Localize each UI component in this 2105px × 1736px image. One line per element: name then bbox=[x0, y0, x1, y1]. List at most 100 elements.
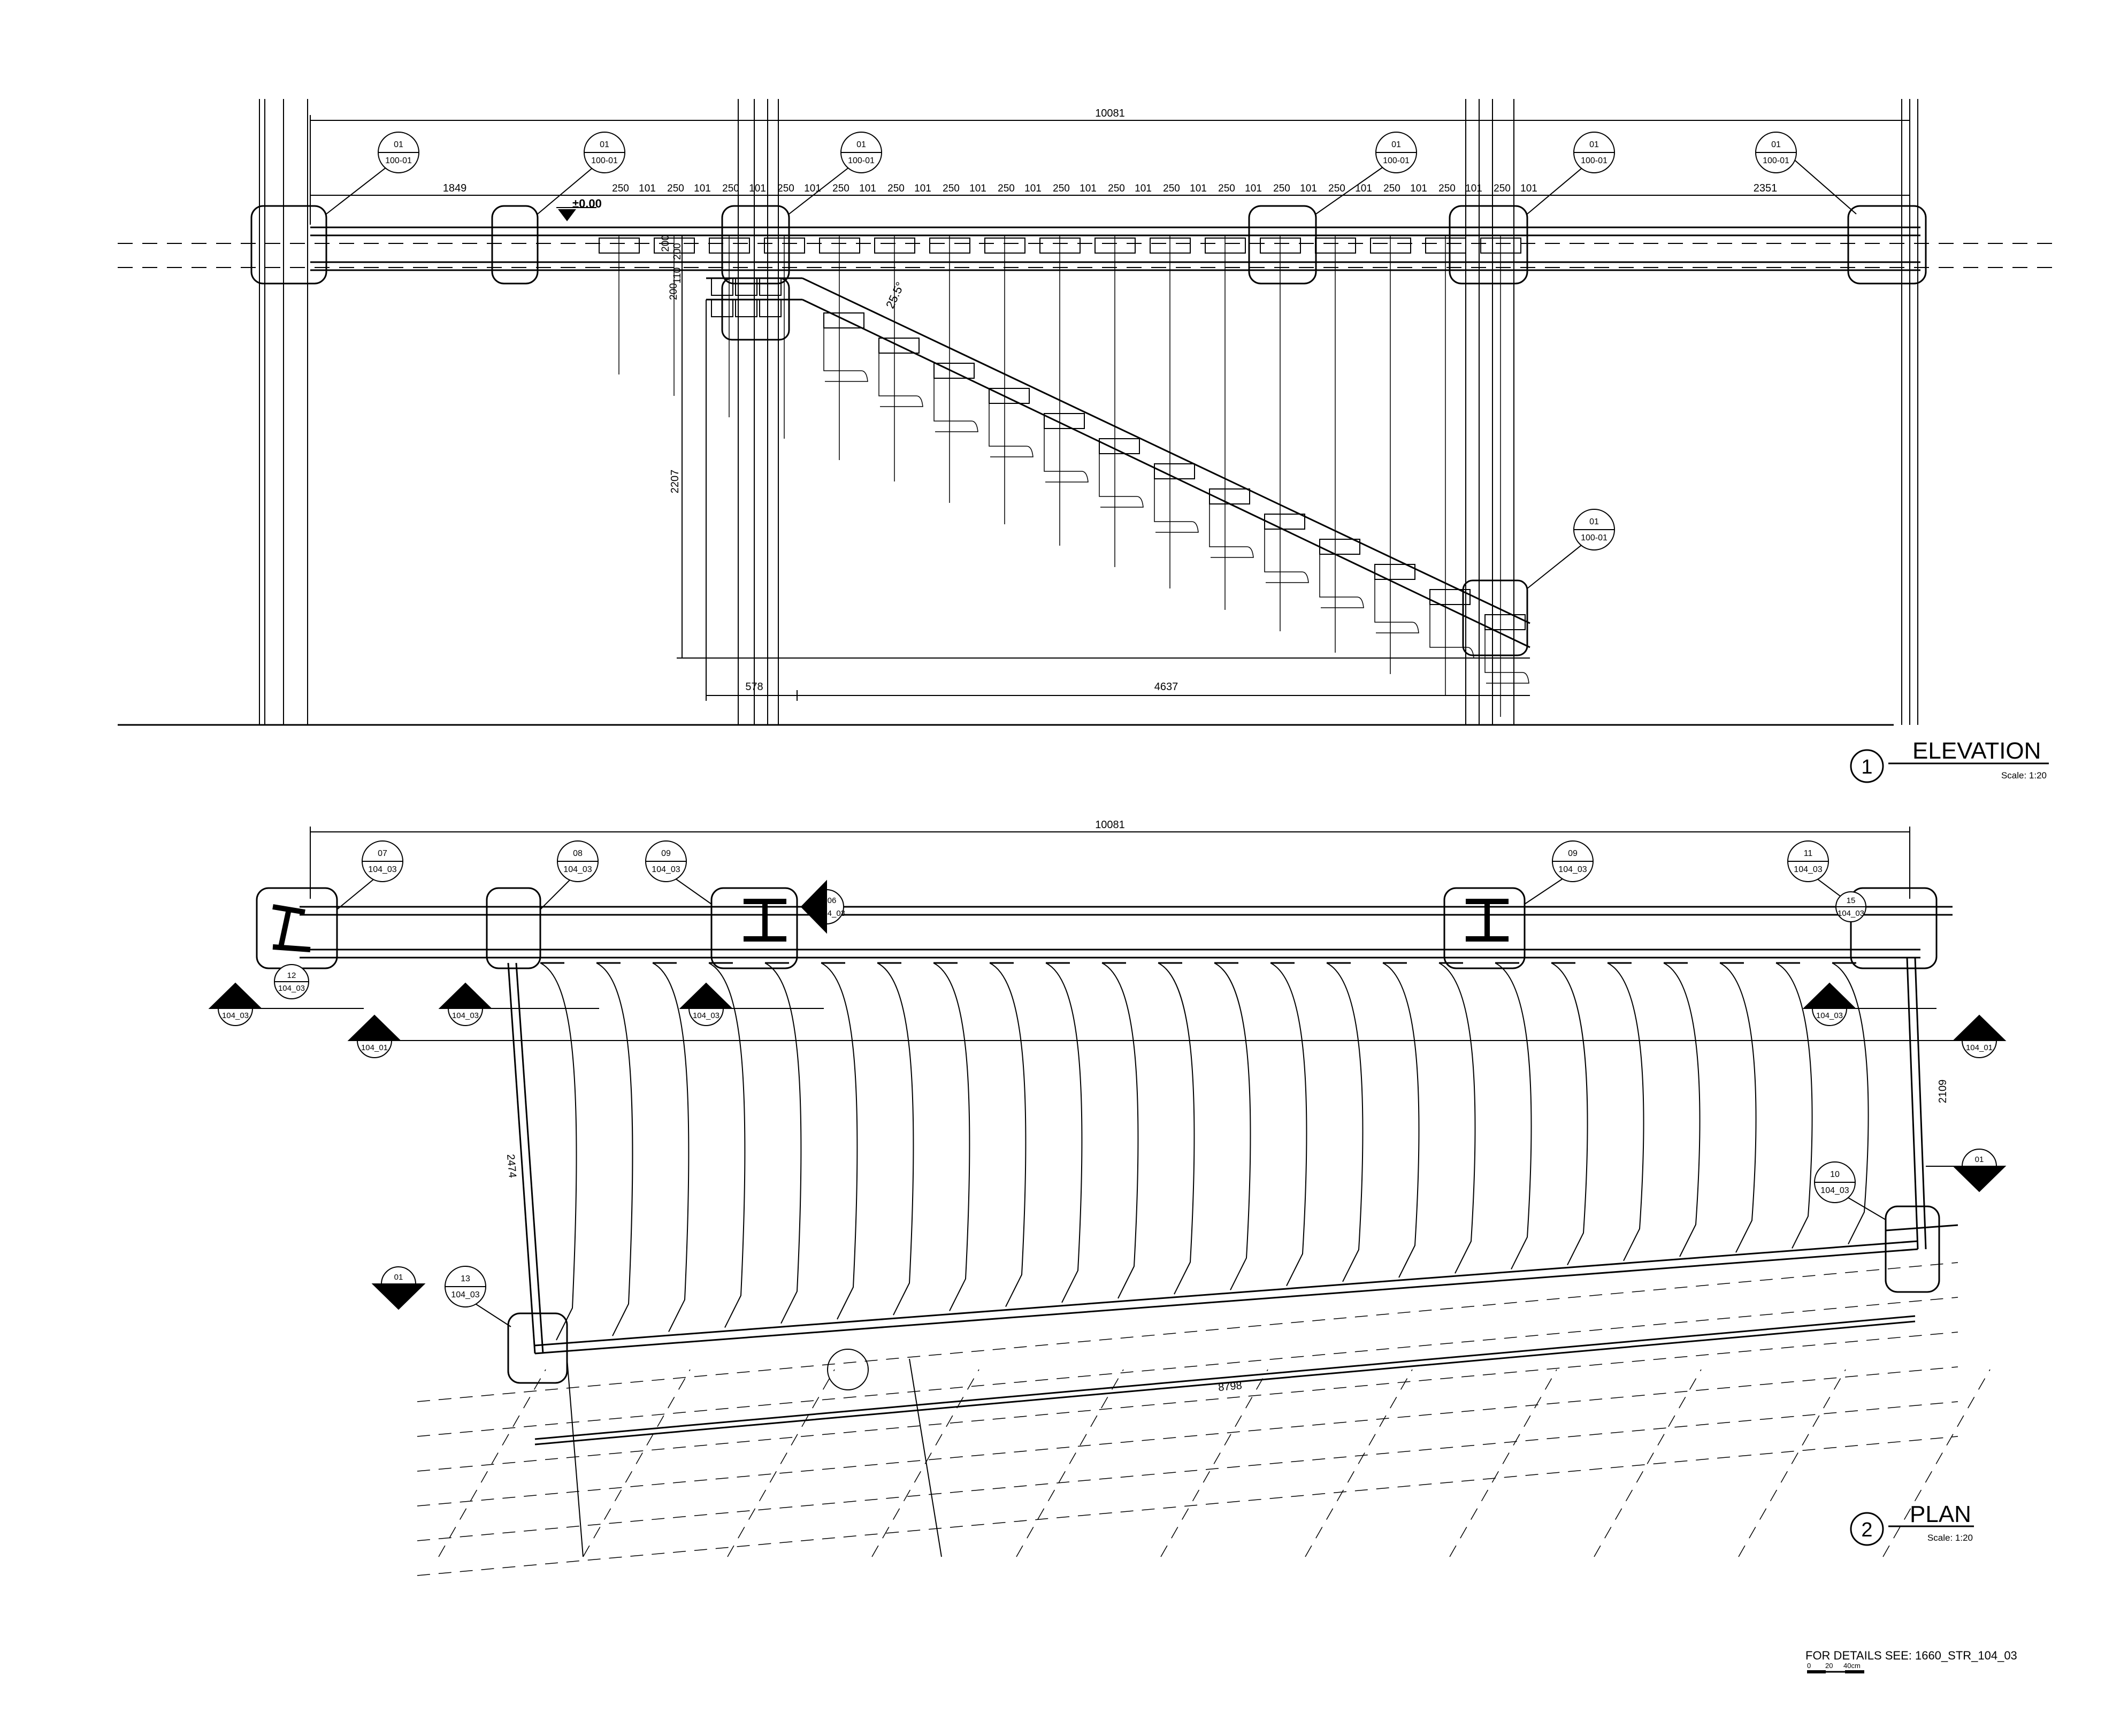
tread-dim: 250 bbox=[1383, 183, 1400, 194]
svg-text:01: 01 bbox=[1975, 1155, 1984, 1164]
stair-tread bbox=[933, 363, 975, 379]
svg-text:104_03: 104_03 bbox=[652, 865, 680, 874]
svg-text:20: 20 bbox=[1825, 1662, 1833, 1670]
plan-tread-line bbox=[596, 962, 633, 1336]
plan-tread-line bbox=[989, 962, 1027, 1307]
grid-dash bbox=[727, 1369, 835, 1557]
svg-text:104_03: 104_03 bbox=[278, 984, 305, 993]
stair-tread bbox=[1264, 514, 1305, 530]
gap-dim: 101 bbox=[1024, 183, 1042, 194]
section-marker: 06 104_03 bbox=[800, 880, 845, 934]
plan-title: PLAN bbox=[1910, 1501, 1971, 1527]
plan-tread-line bbox=[764, 962, 802, 1324]
elevation-run-dim: 4637 bbox=[1154, 681, 1178, 693]
section-marker: 15 104_03 bbox=[1835, 891, 1866, 922]
tread-dim: 250 bbox=[1273, 183, 1290, 194]
svg-text:01: 01 bbox=[394, 1273, 403, 1282]
plan-section-markers: 01 104_03 02 104_03 03 104_03 bbox=[208, 880, 2007, 1310]
svg-text:11: 11 bbox=[1804, 849, 1813, 858]
plan-tread-line bbox=[1607, 962, 1644, 1261]
gap-dim: 101 bbox=[804, 183, 821, 194]
stair-tread bbox=[823, 312, 864, 328]
elevation-callout: 01 100-01 bbox=[1527, 509, 1615, 589]
grid-dash bbox=[417, 1297, 1958, 1437]
tread-dim: 250 bbox=[612, 183, 629, 194]
stair-riser bbox=[823, 328, 868, 382]
svg-text:40cm: 40cm bbox=[1843, 1662, 1861, 1670]
section-marker: 01 104_02 bbox=[1926, 1149, 2007, 1192]
stair-tread bbox=[1484, 614, 1526, 630]
elevation-beam bbox=[118, 205, 2054, 656]
svg-text:01: 01 bbox=[600, 140, 609, 149]
svg-text:100-01: 100-01 bbox=[591, 156, 618, 165]
plan-tread-line bbox=[1214, 962, 1251, 1290]
grid-dash bbox=[438, 1369, 546, 1557]
svg-text:104_01: 104_01 bbox=[361, 1043, 388, 1052]
plan-tread-line bbox=[1775, 962, 1813, 1249]
plan-width-dim: 2109 bbox=[1937, 1080, 1949, 1104]
svg-text:02: 02 bbox=[461, 998, 470, 1007]
tread-dim: 250 bbox=[1218, 183, 1235, 194]
section-marker: 02 104_03 bbox=[438, 982, 599, 1026]
plan-tread-line bbox=[708, 962, 746, 1328]
plan-stair-outline bbox=[507, 957, 1958, 1446]
plan-callout: 11 104_03 bbox=[1787, 840, 1851, 905]
svg-text:104_03: 104_03 bbox=[452, 1011, 479, 1020]
grid-dash bbox=[417, 1332, 1958, 1472]
tread-dim: 250 bbox=[832, 183, 849, 194]
elevation-rise-c: 200 bbox=[660, 235, 671, 252]
plan-tread-line bbox=[933, 962, 970, 1311]
plan-scale: Scale: 1:20 bbox=[1927, 1533, 1973, 1543]
plan-tread-line bbox=[1101, 962, 1139, 1299]
plan-callout: 08 104_03 bbox=[540, 840, 599, 910]
elevation-height-dim: 2207 bbox=[669, 470, 681, 494]
tread-dim: 250 bbox=[667, 183, 684, 194]
svg-text:100-01: 100-01 bbox=[1383, 156, 1410, 165]
section-marker: 01 104_02 bbox=[371, 1266, 426, 1310]
gap-dim: 101 bbox=[859, 183, 876, 194]
elevation-callout: 01 100-01 bbox=[1315, 132, 1417, 215]
stair-tread bbox=[1374, 564, 1415, 580]
gap-dim: 101 bbox=[1465, 183, 1482, 194]
elevation-callout: 01 100-01 bbox=[789, 132, 882, 215]
stair-riser bbox=[1484, 630, 1529, 684]
svg-text:13: 13 bbox=[461, 1274, 470, 1283]
gap-dim: 101 bbox=[1190, 183, 1207, 194]
svg-text:1: 1 bbox=[1861, 756, 1872, 778]
grid-dash bbox=[417, 1401, 1958, 1541]
svg-text:100-01: 100-01 bbox=[385, 156, 412, 165]
svg-text:01: 01 bbox=[231, 998, 240, 1007]
svg-text:09: 09 bbox=[1568, 849, 1578, 858]
plan-tread-line bbox=[540, 962, 577, 1341]
section-marker: 05 104_03 bbox=[1802, 982, 1936, 1026]
plan-callout: 07 104_03 bbox=[336, 840, 403, 910]
plan-tread-line bbox=[877, 962, 914, 1316]
stair-tread bbox=[1099, 438, 1140, 454]
section-marker: 01 104_01 bbox=[347, 1014, 1974, 1058]
grid-dash bbox=[1594, 1369, 1702, 1557]
plan-tread-line bbox=[1326, 962, 1364, 1282]
plan-column-circle bbox=[827, 1349, 869, 1390]
elevation-callout: 01 100-01 bbox=[326, 132, 419, 215]
elevation-left-dim: 1849 bbox=[443, 182, 467, 194]
stair-riser bbox=[1209, 504, 1254, 558]
tread-dim: 250 bbox=[1494, 183, 1511, 194]
svg-text:104_03: 104_03 bbox=[1558, 865, 1587, 874]
plan-callout: 09 104_03 bbox=[1524, 840, 1594, 905]
svg-text:104_01: 104_01 bbox=[1966, 1043, 1993, 1052]
details-reference: FOR DETAILS SEE: 1660_STR_104_03 0 20 40… bbox=[1805, 1649, 2017, 1673]
elevation-callouts: 01 100-01 01 100-01 01 100-01 01 100-01 bbox=[326, 132, 1857, 589]
gap-dim: 101 bbox=[1520, 183, 1537, 194]
stair-riser bbox=[1099, 454, 1144, 508]
svg-text:01: 01 bbox=[370, 1030, 379, 1039]
elevation-right-dim: 2351 bbox=[1754, 182, 1778, 194]
svg-text:03: 03 bbox=[702, 998, 711, 1007]
stair-riser bbox=[989, 403, 1034, 457]
stair-tread bbox=[1154, 463, 1195, 479]
stair-tread bbox=[1429, 589, 1471, 605]
plan-callouts: 07 104_03 08 104_03 09 104_03 09 104_03 bbox=[336, 840, 1886, 1327]
plan-tread-line bbox=[1663, 962, 1701, 1257]
stair-tread bbox=[1044, 413, 1085, 429]
tread-dim: 250 bbox=[777, 183, 794, 194]
svg-text:12: 12 bbox=[287, 971, 296, 980]
